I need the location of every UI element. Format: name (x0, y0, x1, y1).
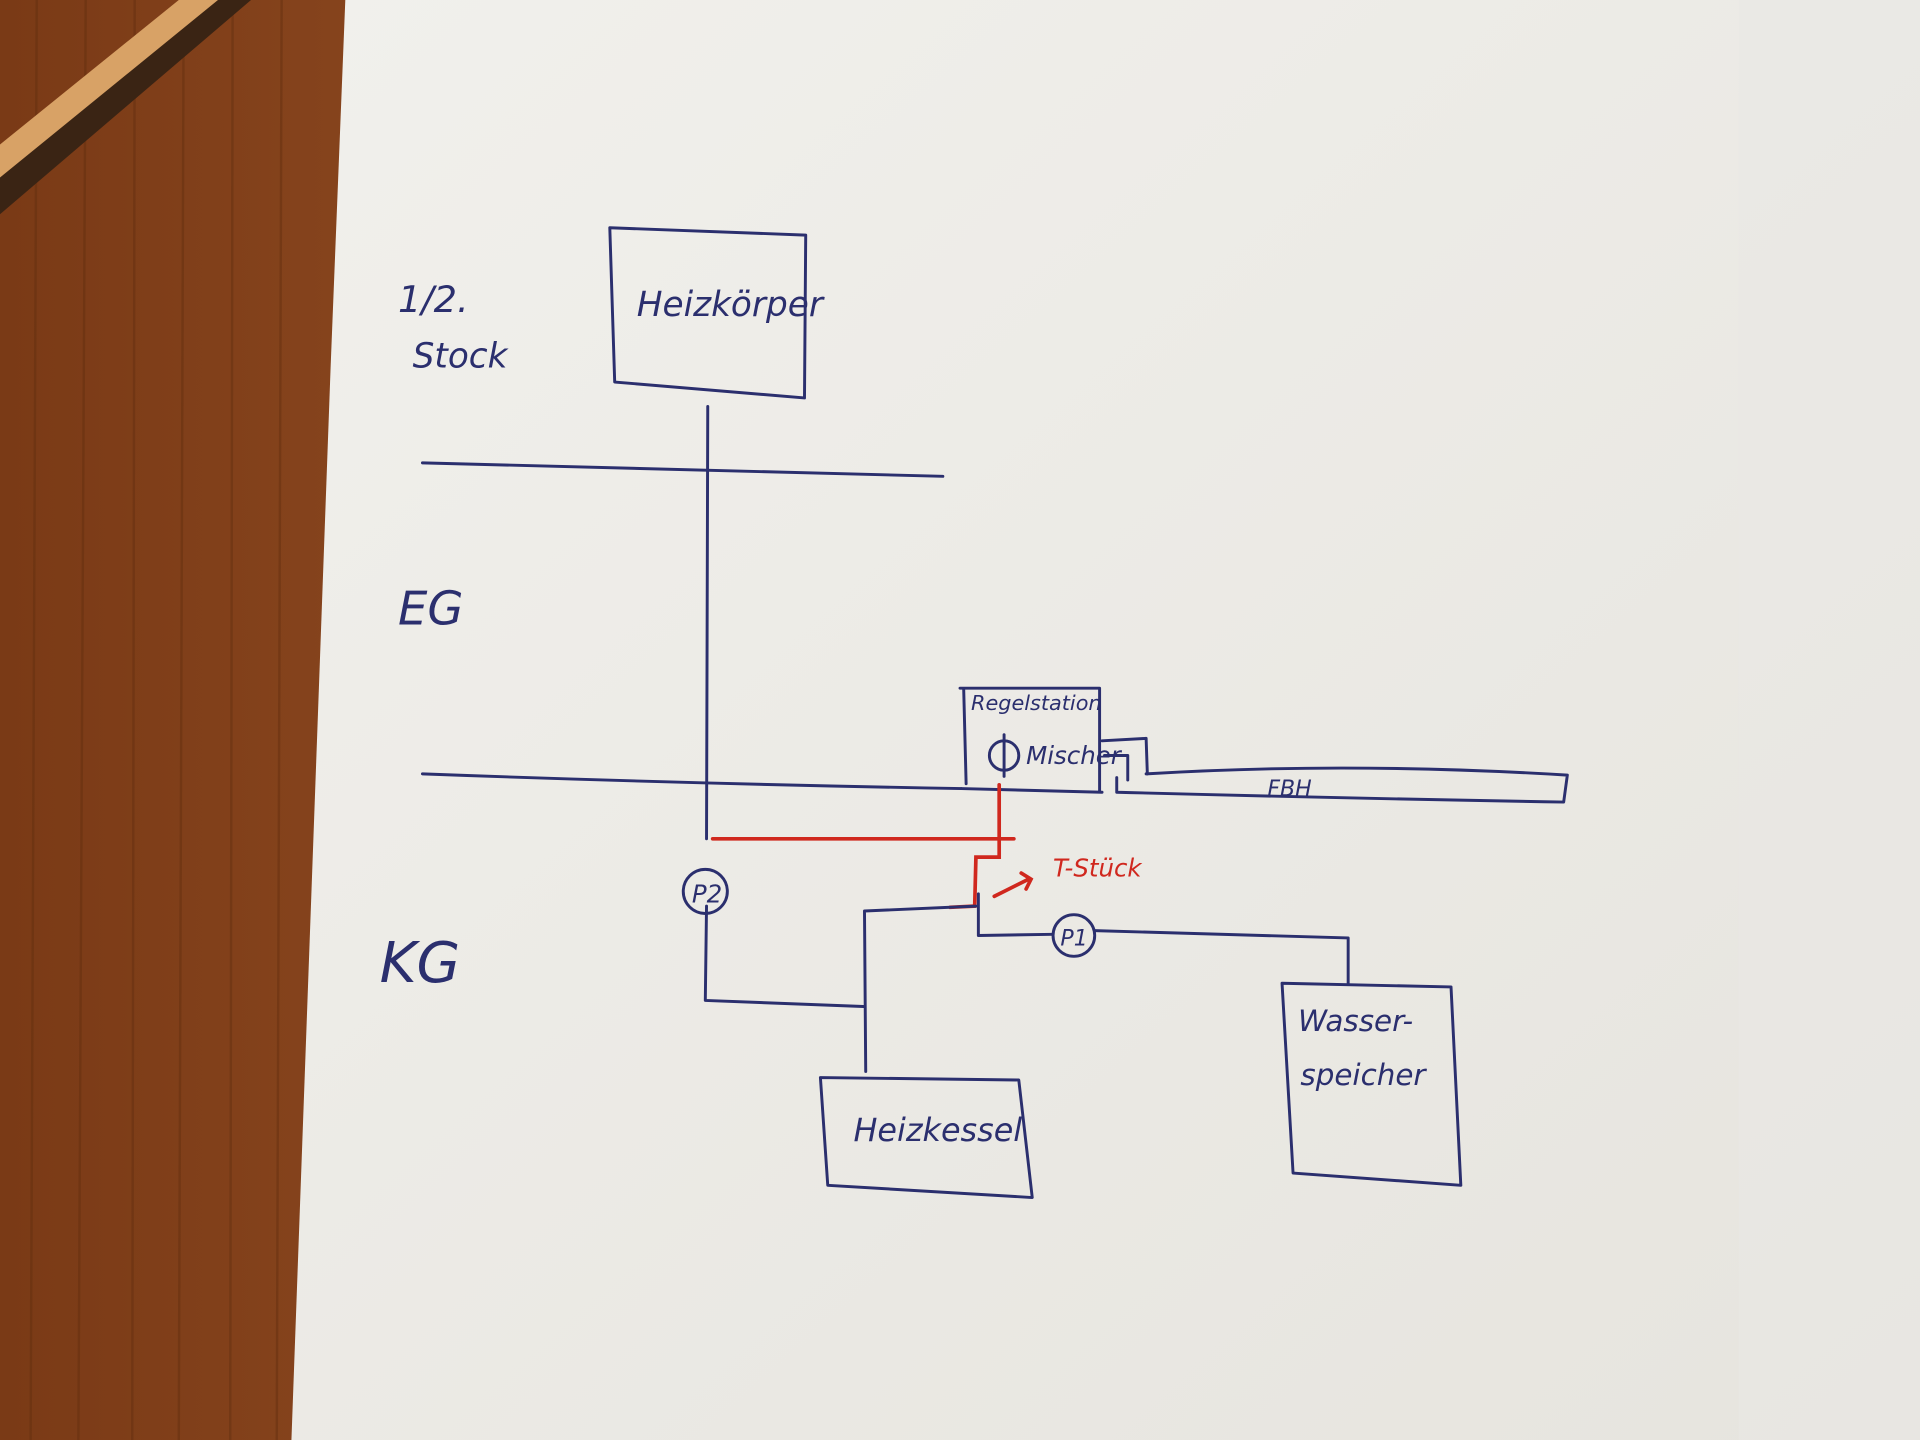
pencil (0, 0, 252, 215)
water-tank-box (1280, 981, 1463, 1187)
boiler-supply-pipe (863, 904, 978, 1073)
floor-divider-upper (420, 461, 945, 478)
water-tank-label-line2: speicher (1300, 1058, 1427, 1092)
floor-heating-label: FBH (1267, 777, 1311, 802)
pump-p2-icon (681, 867, 729, 915)
water-tank-label-line1: Wasser- (1298, 1004, 1413, 1038)
p2-return-pipe (703, 904, 865, 1008)
pump-p1-icon (1051, 913, 1097, 958)
radiator-label: Heizkörper (637, 285, 825, 325)
paper-sheet (291, 0, 1920, 1440)
control-station-label: Regelstation (971, 691, 1102, 715)
tank-supply-pipe (1093, 929, 1350, 985)
radiator-box (608, 226, 808, 400)
floor-label-upper-line2: Stock (413, 336, 509, 376)
floor-heating-loop (1115, 766, 1569, 804)
radiator-pipe (705, 405, 710, 841)
floor-divider-eg (420, 772, 963, 791)
control-station-box (958, 686, 1104, 794)
floor-label-upper: 1/2. (398, 278, 469, 321)
arrow-icon (992, 871, 1034, 899)
boiler-box (818, 1076, 1034, 1200)
boiler-label: Heizkessel (853, 1111, 1022, 1149)
pump-p2-label: P2 (692, 879, 722, 908)
floor-label-eg: EG (398, 581, 463, 635)
tee-to-p1-pipe (976, 892, 1055, 937)
pump-p1-label: P1 (1060, 926, 1087, 951)
tee-fitting-label: T-Stück (1053, 854, 1142, 883)
wood-grain (29, 0, 283, 1440)
floor-label-kg: KG (380, 931, 461, 996)
mixer-connectors (1100, 736, 1149, 782)
